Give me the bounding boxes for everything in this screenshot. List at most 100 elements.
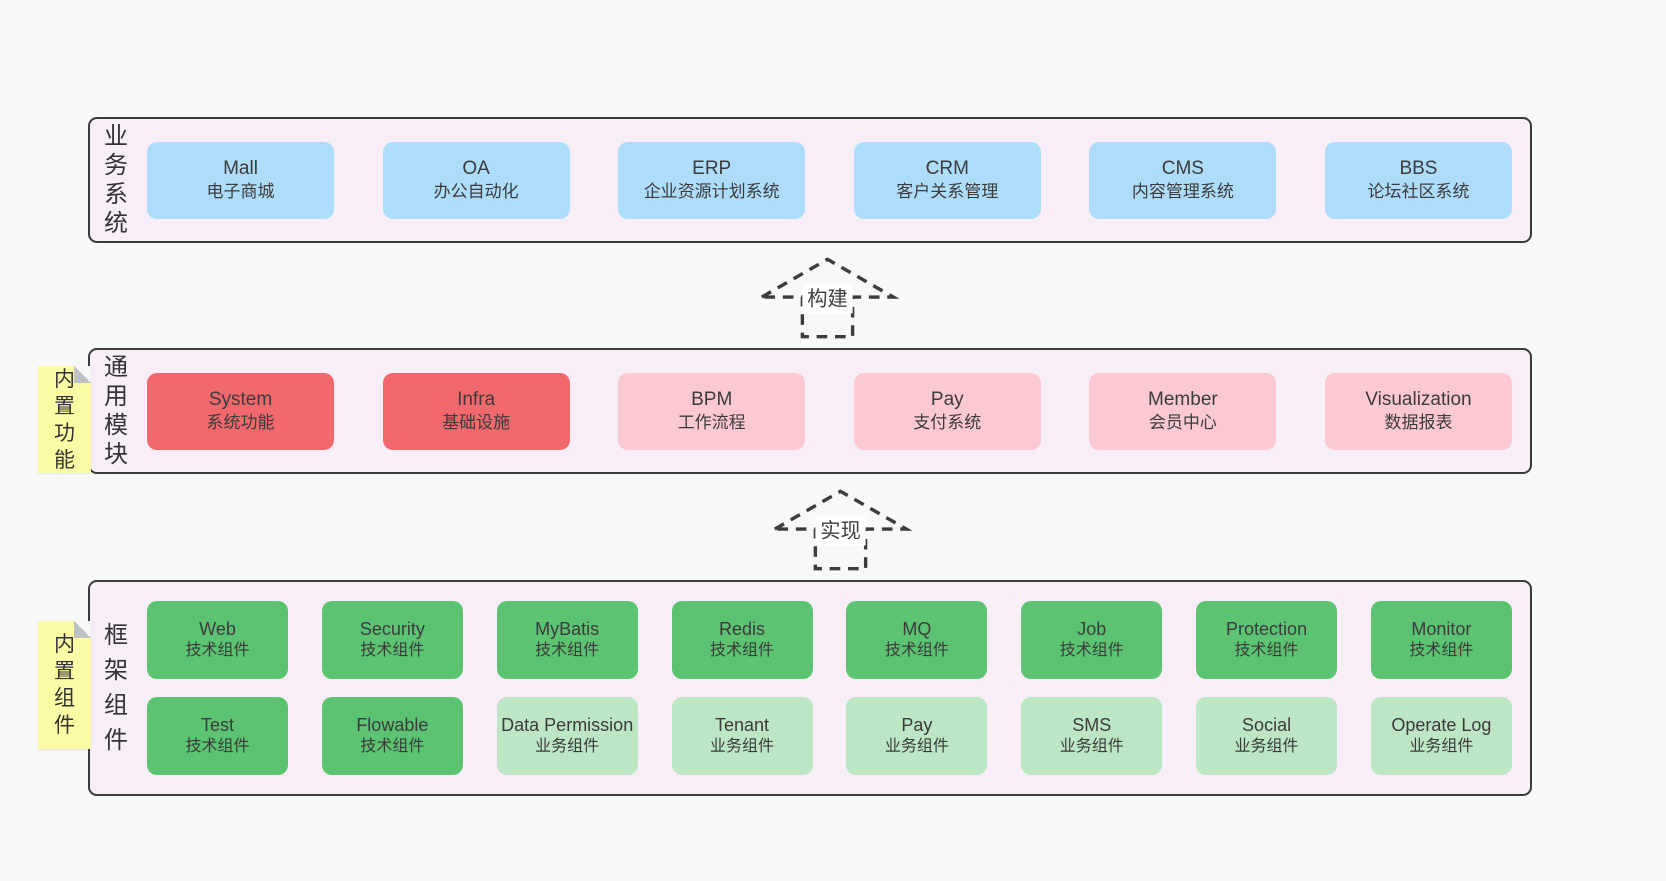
implement-arrow: 实现 — [768, 486, 913, 574]
box-subtitle: 技术组件 — [360, 737, 425, 755]
box-protection: Protection 技术组件 — [1196, 601, 1338, 679]
box-subtitle: 数据报表 — [1384, 413, 1453, 433]
components-layer-label: 框架组件 — [104, 622, 128, 754]
box-web: Web 技术组件 — [147, 601, 288, 679]
box-title: BPM — [691, 389, 733, 411]
box-sms: SMS 业务组件 — [1021, 697, 1163, 775]
build-arrow: 构建 — [755, 254, 900, 342]
box-subtitle: 技术组件 — [535, 641, 600, 659]
box-member: Member 会员中心 — [1089, 372, 1277, 450]
builtin-functions-note: 内置功能 — [38, 366, 91, 473]
box-mall: Mall 电子商城 — [147, 141, 334, 219]
box-title: Job — [1077, 619, 1107, 640]
implement-arrow-label: 实现 — [820, 520, 861, 543]
box-title: CMS — [1161, 158, 1204, 180]
box-title: Monitor — [1411, 619, 1472, 640]
box-subtitle: 技术组件 — [185, 641, 250, 659]
common-modules-layer: 通用模块 System 系统功能 Infra 基础设施 BPM 工作流程 Pay… — [88, 348, 1532, 474]
box-title: Redis — [719, 619, 766, 640]
box-title: Tenant — [715, 715, 770, 736]
box-title: Web — [199, 619, 236, 640]
box-subtitle: 技术组件 — [1059, 641, 1124, 659]
up-arrow-graphic: 实现 — [768, 489, 913, 571]
box-title: Pay — [901, 715, 933, 736]
box-job: Job 技术组件 — [1021, 601, 1163, 679]
box-oa: OA 办公自动化 — [382, 141, 570, 219]
box-subtitle: 业务组件 — [710, 737, 775, 755]
box-title: BBS — [1399, 158, 1438, 180]
arrow-label-background — [802, 284, 853, 314]
business-layer-label: 业务系统 — [104, 123, 128, 237]
box-crm: CRM 客户关系管理 — [853, 141, 1041, 219]
box-title: CRM — [925, 158, 969, 180]
box-pay-component: Pay 业务组件 — [846, 697, 988, 775]
box-title: Mall — [223, 158, 258, 180]
box-title: Security — [359, 619, 425, 640]
box-subtitle: 技术组件 — [1234, 641, 1299, 659]
box-subtitle: 技术组件 — [1409, 641, 1474, 659]
up-arrow-outline — [768, 489, 913, 571]
box-operate-log: Operate Log 业务组件 — [1370, 697, 1512, 775]
box-security: Security 技术组件 — [321, 601, 463, 679]
box-subtitle: 业务组件 — [1234, 737, 1299, 755]
box-erp: ERP 企业资源计划系统 — [618, 141, 806, 219]
box-mybatis: MyBatis 技术组件 — [496, 601, 638, 679]
box-monitor: Monitor 技术组件 — [1370, 601, 1512, 679]
box-infra: Infra 基础设施 — [382, 372, 570, 450]
box-subtitle: 工作流程 — [677, 413, 746, 433]
box-title: MQ — [902, 619, 932, 640]
box-pay-module: Pay 支付系统 — [853, 372, 1041, 450]
box-title: System — [208, 389, 273, 411]
business-boxes-row: Mall 电子商城 OA 办公自动化 ERP 企业资源计划系统 CRM 客户关系… — [147, 119, 1512, 241]
note-label: 内置组件 — [54, 633, 75, 737]
box-subtitle: 企业资源计划系统 — [643, 182, 780, 202]
box-subtitle: 内容管理系统 — [1131, 182, 1234, 202]
components-rows: Web 技术组件 Security 技术组件 MyBatis 技术组件 Redi… — [147, 601, 1512, 775]
arrow-label-background — [815, 516, 866, 546]
box-title: SMS — [1072, 715, 1112, 736]
box-bbs: BBS 论坛社区系统 — [1324, 141, 1512, 219]
box-title: Test — [200, 715, 234, 736]
box-title: Pay — [930, 389, 964, 411]
box-cms: CMS 内容管理系统 — [1089, 141, 1277, 219]
box-title: Social — [1242, 715, 1292, 736]
components-row-1: Web 技术组件 Security 技术组件 MyBatis 技术组件 Redi… — [147, 601, 1512, 679]
box-title: Member — [1148, 389, 1218, 411]
box-data-permission: Data Permission 业务组件 — [496, 697, 638, 775]
box-title: ERP — [692, 158, 732, 180]
up-arrow-outline — [755, 257, 900, 339]
box-subtitle: 系统功能 — [206, 413, 275, 433]
box-subtitle: 办公自动化 — [433, 182, 519, 202]
box-subtitle: 技术组件 — [710, 641, 775, 659]
box-title: Flowable — [356, 715, 429, 736]
framework-components-layer: 框架组件 Web 技术组件 Security 技术组件 MyBatis 技术组件… — [88, 580, 1532, 796]
box-tenant: Tenant 业务组件 — [671, 697, 813, 775]
box-subtitle: 技术组件 — [185, 737, 250, 755]
modules-layer-label: 通用模块 — [104, 354, 128, 468]
box-social: Social 业务组件 — [1196, 697, 1338, 775]
note-label: 内置功能 — [54, 367, 75, 472]
box-subtitle: 业务组件 — [535, 737, 600, 755]
business-systems-layer: 业务系统 Mall 电子商城 OA 办公自动化 ERP 企业资源计划系统 CRM… — [88, 117, 1532, 243]
modules-boxes-row: System 系统功能 Infra 基础设施 BPM 工作流程 Pay 支付系统… — [147, 350, 1512, 472]
box-subtitle: 电子商城 — [206, 182, 275, 202]
box-subtitle: 论坛社区系统 — [1367, 182, 1470, 202]
box-subtitle: 基础设施 — [442, 413, 511, 433]
box-bpm: BPM 工作流程 — [618, 372, 806, 450]
builtin-components-note: 内置组件 — [38, 621, 91, 749]
note-fold-corner — [74, 366, 91, 383]
note-fold-corner — [74, 621, 91, 638]
box-title: Visualization — [1365, 389, 1472, 411]
box-system: System 系统功能 — [147, 372, 334, 450]
box-test: Test 技术组件 — [147, 697, 288, 775]
box-title: Data Permission — [501, 715, 634, 736]
box-title: OA — [462, 158, 490, 180]
box-title: Operate Log — [1391, 715, 1492, 736]
box-visualization: Visualization 数据报表 — [1324, 372, 1512, 450]
box-subtitle: 技术组件 — [360, 641, 425, 659]
box-redis: Redis 技术组件 — [671, 601, 813, 679]
box-mq: MQ 技术组件 — [846, 601, 988, 679]
box-title: MyBatis — [535, 619, 600, 640]
